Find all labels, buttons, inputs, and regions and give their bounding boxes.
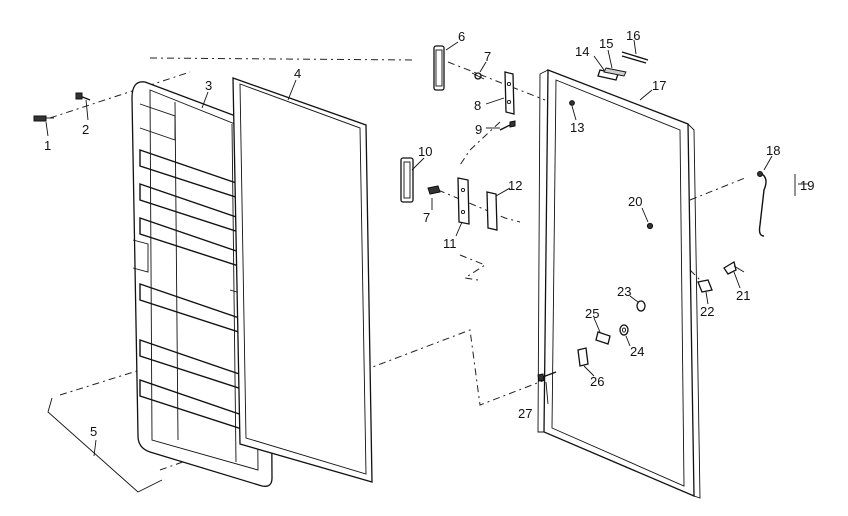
callout-21: 21 <box>736 288 750 303</box>
washer-part-24 <box>619 324 629 336</box>
plug-part-20 <box>646 222 654 230</box>
callout-8: 8 <box>474 98 481 113</box>
callout-4: 4 <box>294 66 301 81</box>
callout-24: 24 <box>630 344 644 359</box>
stop-part-26 <box>577 347 589 367</box>
callout-1: 1 <box>44 138 51 153</box>
callout-19: 19 <box>800 178 814 193</box>
callout-18: 18 <box>766 143 780 158</box>
screw-part-9 <box>499 120 516 131</box>
screw-part-1 <box>33 115 54 122</box>
callout-15: 15 <box>599 36 613 51</box>
callout-7-lower: 7 <box>423 210 430 225</box>
callout-25: 25 <box>585 306 599 321</box>
callout-27: 27 <box>518 406 532 421</box>
outer-door-panel <box>537 69 701 499</box>
handle-cap-part-10 <box>400 157 414 203</box>
wire-bracket-part-18 <box>757 171 767 237</box>
handle-cap-part-6 <box>433 45 445 91</box>
callout-6: 6 <box>458 29 465 44</box>
cam-part-22 <box>697 279 713 293</box>
callout-22: 22 <box>700 304 714 319</box>
door-gasket <box>232 77 373 483</box>
screw-part-2 <box>75 92 91 101</box>
bushing-part-25 <box>595 331 611 345</box>
bracket-part-5 <box>47 397 163 493</box>
rod-part-16 <box>621 51 649 64</box>
callout-7-upper: 7 <box>484 49 491 64</box>
callout-9: 9 <box>475 122 482 137</box>
callout-17: 17 <box>652 78 666 93</box>
callout-14: 14 <box>575 44 589 59</box>
callout-10: 10 <box>418 144 432 159</box>
callout-2: 2 <box>82 122 89 137</box>
plug-part-13 <box>569 100 575 106</box>
callout-26: 26 <box>590 374 604 389</box>
callout-16: 16 <box>626 28 640 43</box>
callout-12: 12 <box>508 178 522 193</box>
callout-5: 5 <box>90 424 97 439</box>
hinge-cap-part-15 <box>603 67 627 77</box>
callout-11: 11 <box>443 236 457 251</box>
callout-20: 20 <box>628 194 642 209</box>
screw-part-7-upper <box>471 72 485 80</box>
callout-3: 3 <box>205 78 212 93</box>
hinge-part-8 <box>504 71 515 115</box>
callout-13: 13 <box>570 120 584 135</box>
leader-lines <box>45 39 808 457</box>
screw-part-27 <box>537 371 557 382</box>
screw-part-7-lower <box>427 185 441 195</box>
hinge-plate-part-12 <box>486 191 498 231</box>
hinge-part-11 <box>457 177 470 225</box>
washer-part-23 <box>636 300 646 312</box>
screw-part-21 <box>723 260 745 275</box>
callout-23: 23 <box>617 284 631 299</box>
callout-labels: 1 2 3 4 5 6 7 7 8 9 10 11 12 13 14 15 16… <box>44 28 814 439</box>
